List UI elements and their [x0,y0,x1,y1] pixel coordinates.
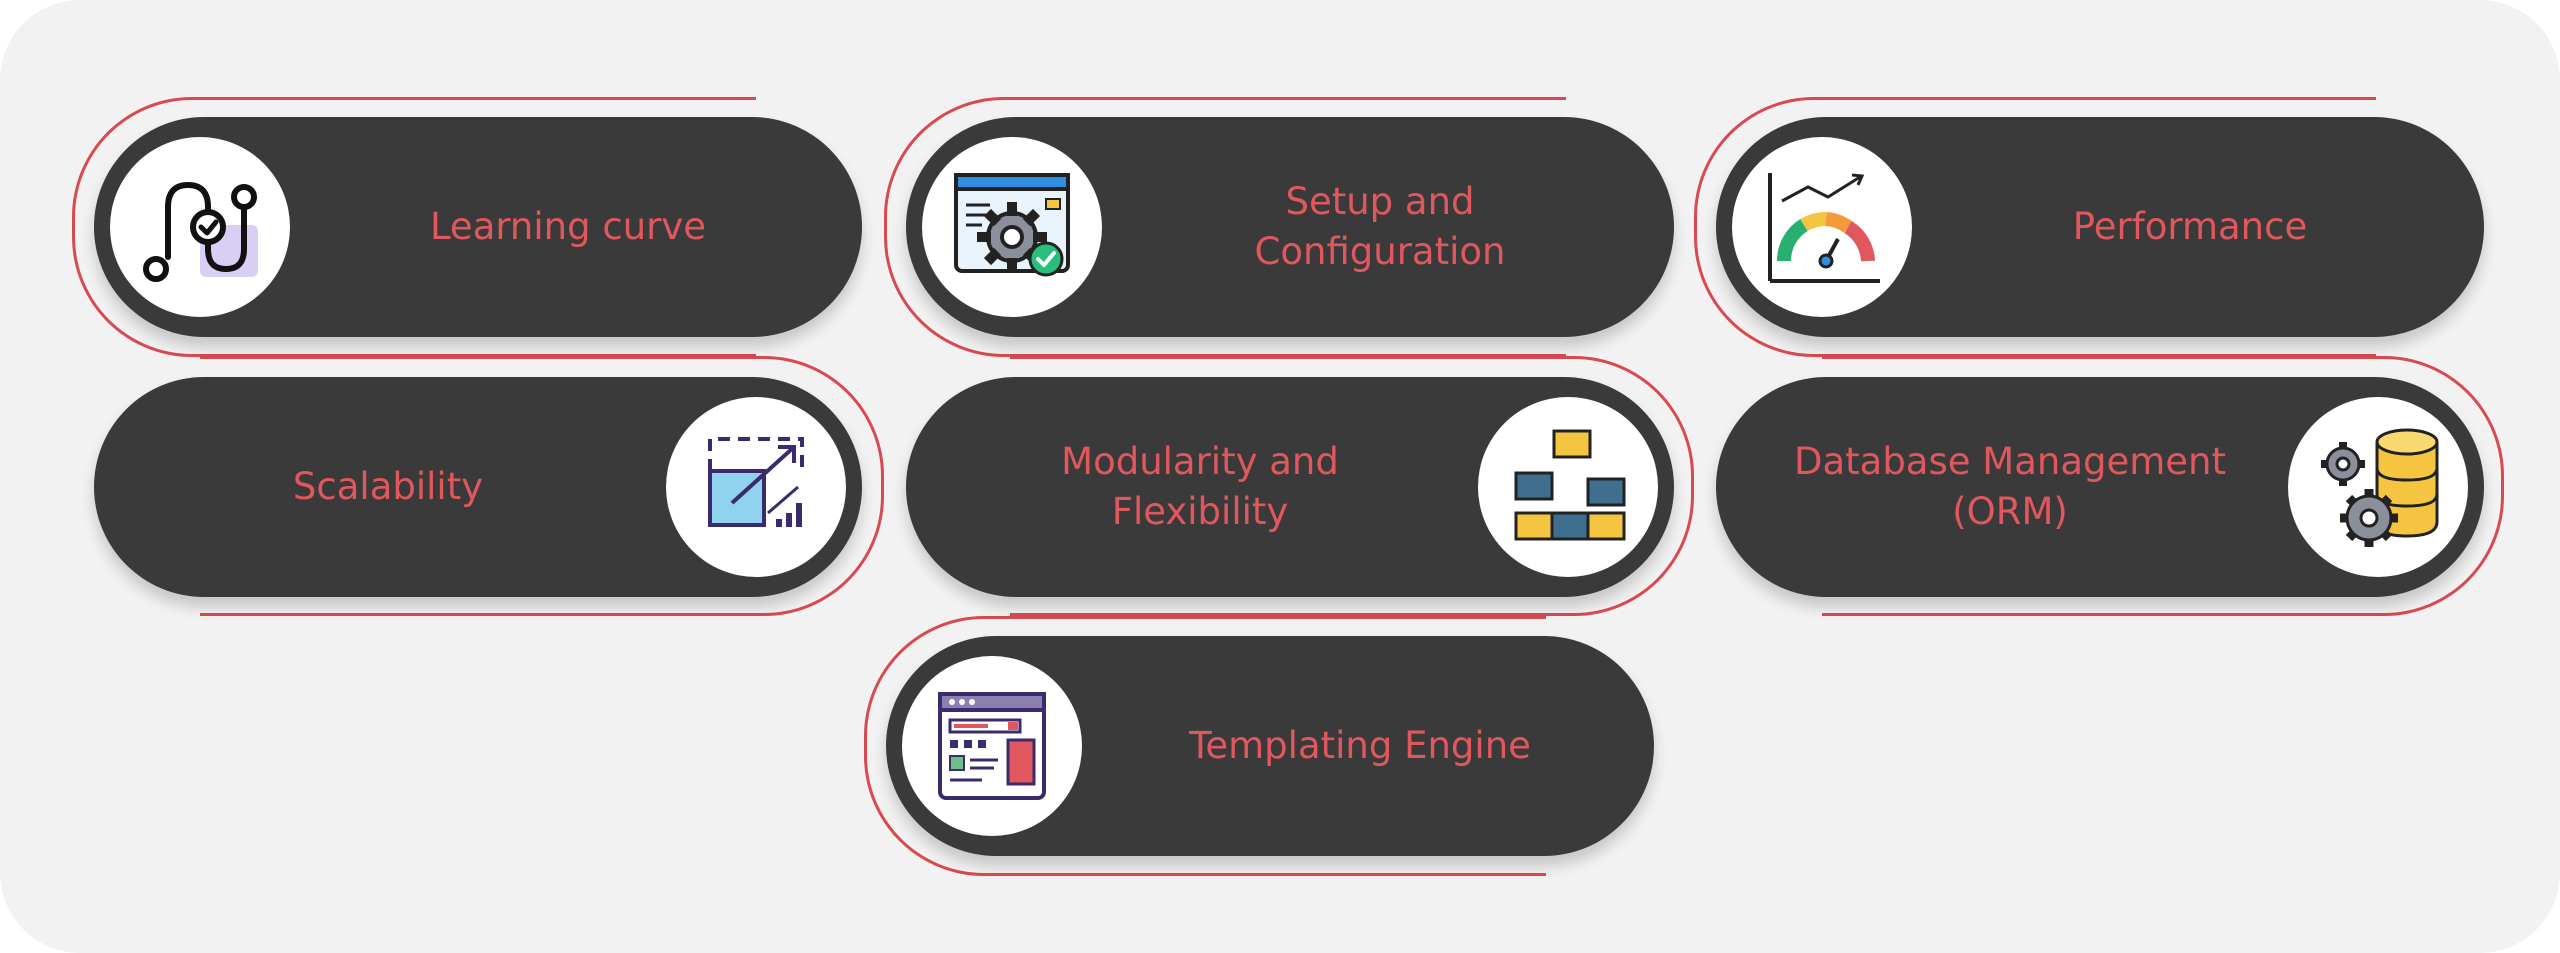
outline-arc [884,97,1566,357]
item-label: Templating Engine [1189,724,1531,767]
outline-arc [200,356,884,616]
performance-pill: Performance [1716,117,2484,337]
settings-window-icon [922,137,1102,317]
stacked-blocks-icon [1478,397,1658,577]
outline-arc [72,97,756,357]
item-label: Setup and Configuration [1254,180,1506,273]
setup-configuration-pill: Setup and Configuration [906,117,1674,337]
item-label: Database Management (ORM) [1793,440,2227,533]
item-label: Modularity and Flexibility [1061,440,1339,533]
learning-curve-pill: Learning curve [94,117,862,337]
item-label: Performance [2072,205,2308,248]
item-label: Scalability [292,465,484,508]
learning-path-icon [110,137,290,317]
modularity-flexibility-pill: Modularity and Flexibility [906,377,1674,597]
speedometer-chart-icon [1732,137,1912,317]
templating-engine-pill: Templating Engine [886,636,1654,856]
outline-arc [1694,97,2376,357]
database-management-pill: Database Management (ORM) [1716,377,2484,597]
template-layout-icon [902,656,1082,836]
scale-up-icon [666,397,846,577]
database-gears-icon [2288,397,2468,577]
item-label: Learning curve [429,205,707,248]
outline-arc [1010,356,1694,616]
scalability-pill: Scalability [94,377,862,597]
outline-arc [864,616,1546,876]
outline-arc [1822,356,2504,616]
